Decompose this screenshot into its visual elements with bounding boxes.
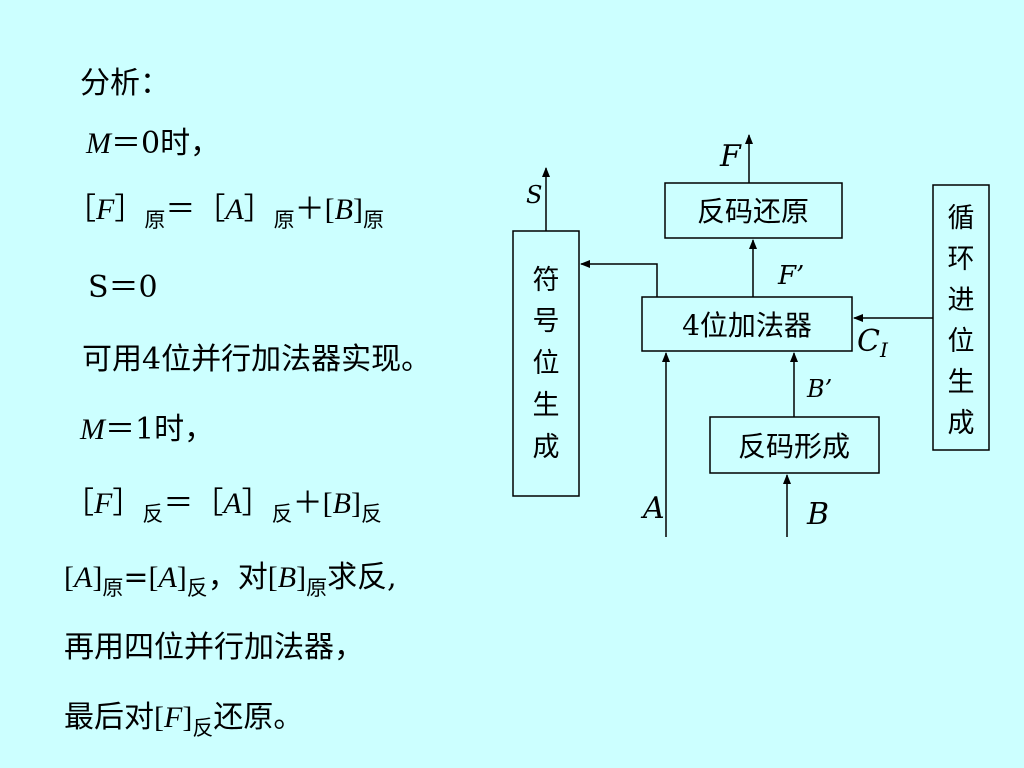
carry-box-char: 成 <box>948 408 975 439</box>
sign-box-char: 生 <box>533 390 560 421</box>
analysis-heading-text: 分析： <box>80 66 170 101</box>
carry-in-label: CI <box>857 324 889 362</box>
var-m: M <box>86 127 111 160</box>
var-b: B <box>277 561 297 594</box>
var-f: F <box>94 487 113 520</box>
var-b: B <box>332 487 351 520</box>
implement-text: 可用4位并行加法器实现。 <box>82 342 432 377</box>
text-segment: 最后对 <box>64 700 154 735</box>
subscript: 原 <box>144 208 166 232</box>
carry-box-char: 环 <box>948 244 975 275</box>
bracket: ］ <box>241 486 272 521</box>
var-a: A <box>158 561 177 594</box>
form-box-label: 反码形成 <box>738 430 850 463</box>
case-m0-text: ＝0时， <box>111 126 221 161</box>
reuse-adder-text: 再用四位并行加法器， <box>64 630 364 665</box>
adder-box-label: 4位加法器 <box>682 309 812 342</box>
plus: ＋ <box>292 486 323 521</box>
s-label: S <box>526 181 542 209</box>
f-label: F <box>719 139 742 174</box>
case-m1-text: ＝1时， <box>105 412 215 447</box>
ones-complement-restore-box <box>664 182 843 239</box>
case-m0-line: M＝0时， <box>86 124 220 164</box>
subscript: 原 <box>273 208 295 232</box>
bracket: ] <box>350 487 361 520</box>
carry-box-char: 生 <box>948 367 975 398</box>
subscript: 反 <box>360 502 382 526</box>
b-prime-label: B’ <box>806 375 832 403</box>
sign-zero-line: S＝0 <box>88 268 158 308</box>
f-prime-label: F’ <box>777 261 804 291</box>
plus: ＋ <box>294 192 325 227</box>
bracket: ］ <box>114 192 145 227</box>
subscript: 原 <box>306 576 328 600</box>
equals: = <box>123 560 149 595</box>
text-segment: 还原。 <box>213 700 304 735</box>
var-f: F <box>164 701 183 734</box>
carry-in-label-sub: I <box>879 338 889 362</box>
a-label: A <box>640 491 665 526</box>
carry-box-char: 进 <box>948 285 975 316</box>
subscript: 反 <box>186 576 208 600</box>
bracket: ［ <box>195 192 226 227</box>
bracket: [ <box>148 561 159 594</box>
text-segment: 求反, <box>327 560 397 595</box>
bracket: ] <box>176 561 187 594</box>
final-restore-line: 最后对[F]反还原。 <box>64 698 303 748</box>
var-a: A <box>223 487 242 520</box>
bracket: ［ <box>193 486 224 521</box>
bracket: ］ <box>243 192 274 227</box>
carry-in-label-main: C <box>857 324 880 359</box>
var-a: A <box>225 193 244 226</box>
bracket: ［ <box>66 192 96 227</box>
subscript: 原 <box>362 208 384 232</box>
restore-box-label: 反码还原 <box>697 195 809 228</box>
bracket: ］ <box>112 486 143 521</box>
equals: ＝ <box>165 192 196 227</box>
subscript: 反 <box>192 716 214 740</box>
subscript: 反 <box>142 502 164 526</box>
bracket: ] <box>296 561 307 594</box>
carry-box-char: 位 <box>948 326 975 357</box>
formula-ones-complement: ［F］反＝［A］反＋[B]反 <box>64 484 382 534</box>
bracket: ] <box>92 561 103 594</box>
complement-b-line: [A]原=[A]反，对[B]原求反, <box>64 558 397 608</box>
bracket: [ <box>154 701 164 734</box>
bracket: [ <box>322 487 333 520</box>
equals: ＝ <box>163 486 194 521</box>
sign-zero-text: S＝0 <box>88 270 158 305</box>
var-a: A <box>74 561 93 594</box>
sign-box-char: 号 <box>533 306 560 337</box>
bracket: [ <box>267 561 278 594</box>
bracket: [ <box>324 193 335 226</box>
sign-box-char: 位 <box>533 348 560 379</box>
four-bit-adder-box <box>641 296 853 352</box>
var-m: M <box>80 413 105 446</box>
formula-original-code: ［F］原＝［A］原＋[B]原 <box>66 190 384 240</box>
case-m1-line: M＝1时， <box>80 410 214 450</box>
var-b: B <box>334 193 353 226</box>
subscript: 原 <box>102 576 124 600</box>
reuse-adder-line: 再用四位并行加法器， <box>64 628 364 668</box>
carry-box-char: 循 <box>948 203 975 234</box>
b-label: B <box>806 497 829 532</box>
sign-box-char: 成 <box>533 432 560 463</box>
subscript: 反 <box>271 502 293 526</box>
bracket: ] <box>352 193 363 226</box>
adder-to-sign-arrow <box>580 260 658 297</box>
analysis-heading: 分析： <box>80 64 170 104</box>
implement-line: 可用4位并行加法器实现。 <box>82 340 431 380</box>
sign-box-char: 符 <box>533 265 560 296</box>
bracket: ［ <box>64 486 94 521</box>
text-segment: ，对 <box>207 560 268 595</box>
var-f: F <box>96 193 115 226</box>
bracket: [ <box>64 561 74 594</box>
bracket: ] <box>182 701 193 734</box>
